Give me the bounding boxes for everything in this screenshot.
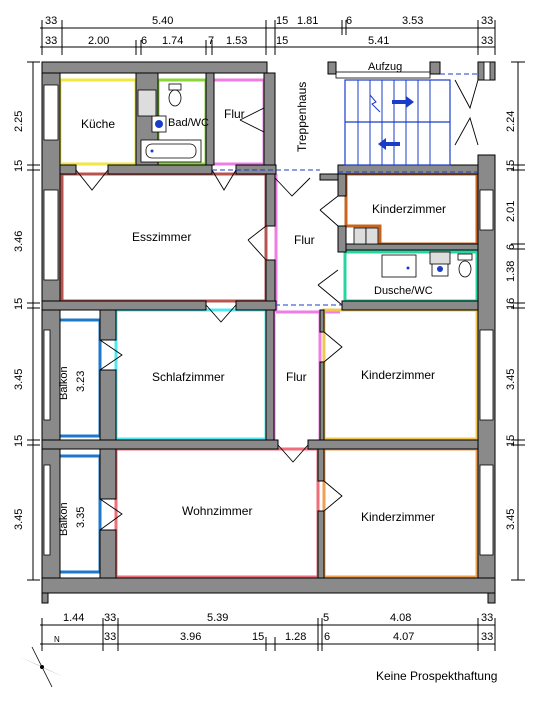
label-schlafzimmer: Schlafzimmer — [152, 370, 225, 384]
label-bad-wc: Bad/WC — [168, 117, 209, 129]
label-dusche-wc: Dusche/WC — [374, 285, 433, 297]
dim-top2-5: 1.53 — [226, 35, 247, 47]
dim-bottom2-4: 6 — [324, 631, 330, 643]
label-balkon1-size: 3.23 — [75, 371, 87, 392]
compass-letter: N — [54, 635, 60, 644]
dimension-lines — [27, 20, 525, 651]
dim-left-6: 3.45 — [13, 509, 25, 530]
dim-bottom1-5: 33 — [481, 612, 493, 624]
label-treppenhaus: Treppenhaus — [295, 82, 309, 152]
dim-bottom2-5: 4.07 — [393, 631, 414, 643]
compass-rose-icon — [18, 643, 66, 691]
dim-left-0: 2.25 — [13, 111, 25, 132]
room-flur-top-outline — [214, 78, 266, 166]
windows — [43, 61, 494, 556]
dim-right-0: 2.24 — [505, 111, 517, 132]
dim-bottom2-6: 33 — [481, 631, 493, 643]
dim-top2-7: 5.41 — [368, 35, 389, 47]
label-balkon2-size: 3.35 — [75, 507, 87, 528]
dim-top1-5: 3.53 — [402, 15, 423, 27]
label-balkon2: Balkon — [58, 502, 70, 536]
dim-left-3: 15 — [13, 298, 25, 310]
dim-top2-2: 6 — [141, 35, 147, 47]
dim-right-1: 15 — [505, 160, 517, 172]
dim-bottom1-2: 5.39 — [207, 612, 228, 624]
stair-break-line — [369, 94, 381, 113]
label-flur-top: Flur — [224, 107, 245, 121]
dim-top1-0: 33 — [45, 15, 57, 27]
label-kinderzimmer-mid: Kinderzimmer — [361, 368, 435, 382]
footer-note: Keine Prospekthaftung — [376, 669, 497, 683]
label-flur-mid: Flur — [294, 233, 315, 247]
dim-bottom1-3: 5 — [323, 612, 329, 624]
passage-lines — [212, 73, 478, 306]
dim-bottom1-1: 33 — [104, 612, 116, 624]
dim-top2-0: 33 — [45, 35, 57, 47]
dim-top1-3: 1.81 — [297, 15, 318, 27]
dim-top2-8: 33 — [481, 35, 493, 47]
dim-bottom2-3: 1.28 — [285, 631, 306, 643]
dim-top2-3: 1.74 — [162, 35, 183, 47]
dim-top1-2: 15 — [276, 15, 288, 27]
label-kinderzimmer-top: Kinderzimmer — [372, 202, 446, 216]
doors — [75, 79, 479, 531]
dim-top2-4: 7 — [208, 35, 214, 47]
dim-right-4: 1.38 — [505, 261, 517, 282]
label-esszimmer: Esszimmer — [132, 230, 191, 244]
label-aufzug: Aufzug — [368, 61, 402, 73]
label-wohnzimmer: Wohnzimmer — [182, 504, 252, 518]
dim-bottom2-2: 15 — [252, 631, 264, 643]
label-balkon1: Balkon — [58, 366, 70, 400]
fixtures — [137, 83, 473, 278]
dim-top1-1: 5.40 — [152, 15, 173, 27]
dim-right-2: 2.01 — [505, 201, 517, 222]
dim-right-5: 16 — [505, 298, 517, 310]
dim-right-3: 6 — [505, 244, 517, 250]
dim-top2-1: 2.00 — [88, 35, 109, 47]
label-flur-low: Flur — [286, 370, 307, 384]
label-kueche: Küche — [81, 117, 115, 131]
dim-top1-6: 33 — [481, 15, 493, 27]
dim-bottom2-0: 33 — [104, 631, 116, 643]
dim-top2-6: 15 — [276, 35, 288, 47]
dim-bottom1-0: 1.44 — [63, 612, 84, 624]
stair-arrow-down — [378, 138, 400, 150]
staircase — [335, 71, 451, 166]
dim-top1-4: 6 — [346, 15, 352, 27]
dim-left-2: 3.46 — [13, 231, 25, 252]
dim-left-5: 15 — [13, 435, 25, 447]
dim-bottom1-4: 4.08 — [390, 612, 411, 624]
dim-bottom2-1: 3.96 — [180, 631, 201, 643]
dim-left-4: 3.45 — [13, 369, 25, 390]
stair-arrow-up — [392, 96, 414, 108]
dim-right-7: 15 — [505, 435, 517, 447]
dim-right-6: 3.45 — [505, 369, 517, 390]
label-kinderzimmer-bottom: Kinderzimmer — [361, 510, 435, 524]
dim-left-1: 15 — [13, 160, 25, 172]
dim-right-8: 3.45 — [505, 509, 517, 530]
